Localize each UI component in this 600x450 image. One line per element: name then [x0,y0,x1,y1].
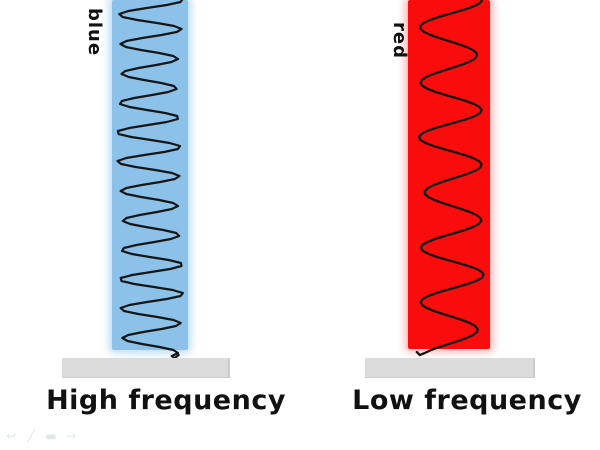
right-base [365,358,535,378]
left-base [62,358,230,378]
high-frequency-caption: High frequency [46,385,286,416]
undo-arrow-icon[interactable]: ↩ [5,429,17,443]
red-bar [408,0,490,349]
rectangle-icon[interactable]: ▬ [45,429,57,443]
ghost-toolbar: ↩ ╱ ▬ → [5,429,77,443]
red-bar-label: red [389,22,410,59]
pencil-icon[interactable]: ╱ [27,429,35,443]
blue-bar-label: blue [84,8,105,57]
low-frequency-caption: Low frequency [352,385,582,416]
redo-arrow-icon[interactable]: → [65,429,77,443]
blue-bar [112,0,188,350]
